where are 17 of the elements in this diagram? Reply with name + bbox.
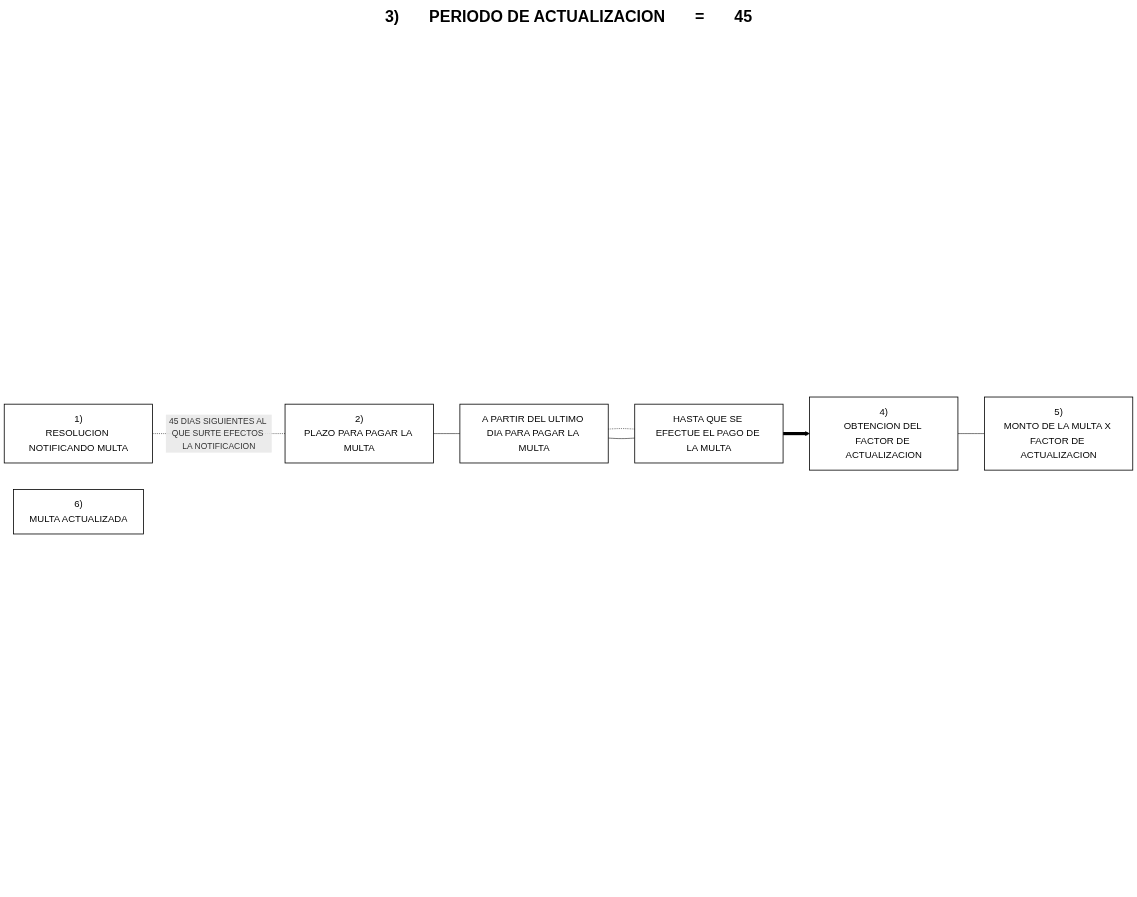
note-text: 45 <box>734 8 753 26</box>
edge-label: 45 DIAS SIGUIENTES AL QUE SURTE EFECTOS LA NOTIFICACION <box>169 416 267 451</box>
node-box: HASTA QUE SE EFECTUE EL PAGO DE LA MULTA <box>634 403 784 464</box>
arrow <box>783 431 810 436</box>
connector <box>607 428 635 430</box>
connector <box>607 437 635 439</box>
node-box: 5) MONTO DE LA MULTA X FACTOR DE ACTUALIZACION <box>984 396 1134 471</box>
node-box: 6) MULTA ACTUALIZADA <box>13 489 144 535</box>
note-text: 3) <box>384 8 400 26</box>
node-box: 1) RESOLUCION NOTIFICANDO MULTA <box>3 403 153 464</box>
node-box: A PARTIR DEL ULTIMO DIA PARA PAGAR LA MULTA <box>459 403 609 464</box>
note-text: PERIODO DE ACTUALIZACION <box>429 8 665 26</box>
node-box: 4) OBTENCION DEL FACTOR DE ACTUALIZACION <box>809 396 959 471</box>
connector <box>433 433 461 434</box>
node-box: 2) PLAZO PARA PAGAR LA MULTA <box>284 403 434 464</box>
connector <box>957 433 985 434</box>
note-text: = <box>694 8 705 26</box>
